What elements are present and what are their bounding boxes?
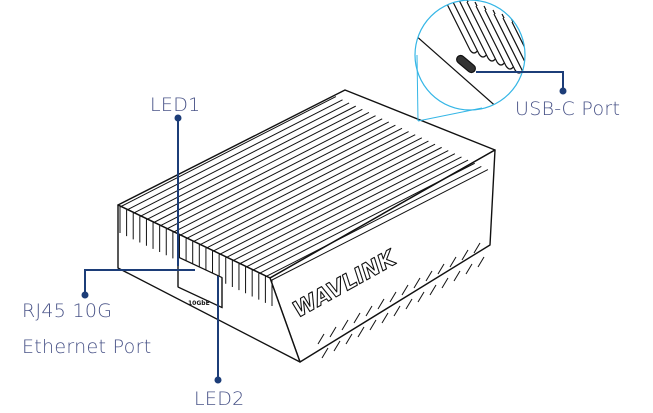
led2-dot	[214, 376, 222, 384]
fin	[192, 131, 409, 268]
vent-slot	[365, 305, 373, 317]
rj45-leader	[84, 269, 195, 295]
vent-slot	[437, 263, 445, 275]
fin	[258, 162, 475, 300]
fin	[132, 102, 350, 240]
led1-label: LED1	[150, 94, 201, 116]
vent-slot	[413, 277, 421, 289]
fin	[264, 165, 482, 303]
fin	[165, 118, 383, 256]
fin	[225, 146, 442, 284]
vent-slot	[429, 284, 437, 296]
vent-slot	[417, 291, 425, 303]
zoom-fin	[502, 17, 525, 82]
vent-slots	[317, 242, 485, 359]
vent-slot	[333, 340, 341, 352]
vent-slot	[477, 256, 485, 268]
fin	[218, 143, 436, 281]
led2-label: LED2	[194, 388, 245, 410]
vent-slot	[441, 277, 449, 289]
led1-dot	[174, 114, 182, 122]
fin	[185, 127, 403, 265]
vent-slot	[405, 298, 413, 310]
vent-slot	[345, 333, 353, 345]
vent-slot	[449, 256, 457, 268]
vent-slot	[465, 263, 473, 275]
adapter-body: 10GbE WAVLINK	[117, 89, 496, 363]
usbc-dot	[559, 87, 567, 95]
rj45-label-line2: Ethernet Port	[22, 336, 152, 358]
fin	[251, 159, 469, 297]
rj45-label-line1: RJ45 10G	[22, 300, 113, 322]
fin	[238, 153, 456, 291]
vent-slot	[317, 333, 325, 345]
fin	[145, 108, 363, 246]
zoom-circle	[414, 0, 526, 111]
vent-slot	[341, 319, 349, 331]
callout-lines	[84, 71, 564, 380]
usb-c-port	[456, 54, 476, 74]
vent-slot	[473, 242, 481, 254]
vent-slot	[393, 305, 401, 317]
rj45-dot	[81, 291, 89, 299]
fin	[178, 124, 396, 262]
port-label: 10GbE	[188, 300, 210, 307]
vent-slot	[453, 270, 461, 282]
fin	[139, 105, 356, 243]
fin	[172, 121, 390, 259]
usb-c-zoom-callout	[414, 0, 526, 122]
fin	[126, 99, 343, 237]
vent-slot	[425, 270, 433, 282]
vent-slot	[357, 326, 365, 338]
zoom-fin	[511, 21, 525, 86]
fin	[152, 112, 370, 249]
vent-slot	[377, 298, 385, 310]
fin	[271, 169, 489, 306]
vent-slot	[461, 249, 469, 261]
usbc-label: USB-C Port	[515, 98, 621, 120]
usbc-leader	[476, 71, 564, 90]
fin	[198, 134, 416, 272]
vent-slot	[329, 326, 337, 338]
zoom-edge	[415, 34, 501, 110]
fin	[159, 115, 376, 253]
vent-slot	[381, 312, 389, 324]
fin	[119, 96, 337, 233]
vent-slot	[389, 291, 397, 303]
fin	[212, 140, 429, 278]
vent-slot	[321, 347, 329, 359]
fin	[231, 150, 449, 287]
heatsink-fins	[119, 96, 489, 306]
fin	[205, 137, 423, 275]
vent-slot	[353, 312, 361, 324]
vent-slot	[401, 284, 409, 296]
fin	[245, 156, 462, 294]
vent-slot	[369, 319, 377, 331]
